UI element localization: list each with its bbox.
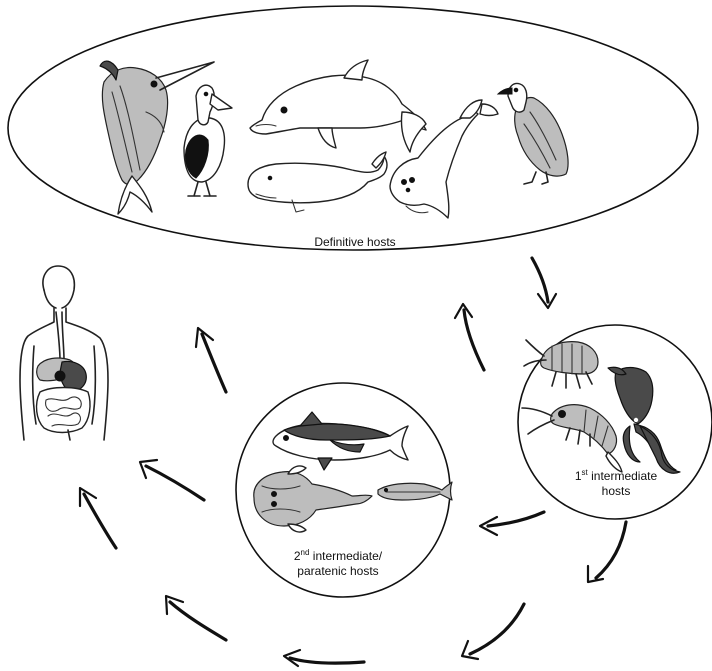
- second-intermediate-rest: intermediate/: [309, 549, 382, 563]
- arrow-outer-loop-5: [80, 488, 116, 548]
- human-digestive-system-icon: [20, 266, 108, 440]
- first-intermediate-label-line2: hosts: [602, 484, 631, 498]
- second-intermediate-sup: nd: [301, 548, 310, 557]
- first-intermediate-label-line1: 1st intermediate: [575, 468, 658, 483]
- arrow-first-to-definitive: [455, 304, 484, 370]
- arrow-first-to-second: [480, 512, 544, 535]
- arrow-outer-loop-3: [284, 650, 364, 666]
- second-intermediate-label-line2: paratenic hosts: [297, 564, 378, 578]
- arrow-outer-loop-4: [166, 596, 226, 640]
- first-intermediate-hosts-group: 1st intermediate hosts: [518, 325, 712, 519]
- arrow-outer-loop-1: [588, 522, 626, 582]
- arrow-inner-to-definitive: [196, 328, 226, 392]
- arrow-second-to-human: [140, 460, 204, 500]
- definitive-hosts-group: Definitive hosts: [8, 6, 698, 250]
- arrow-definitive-to-first: [532, 258, 556, 308]
- first-intermediate-rest: intermediate: [588, 469, 658, 483]
- definitive-hosts-label: Definitive hosts: [314, 235, 395, 249]
- second-intermediate-hosts-group: 2nd intermediate/ paratenic hosts: [236, 383, 452, 597]
- arrow-outer-loop-2: [462, 604, 524, 659]
